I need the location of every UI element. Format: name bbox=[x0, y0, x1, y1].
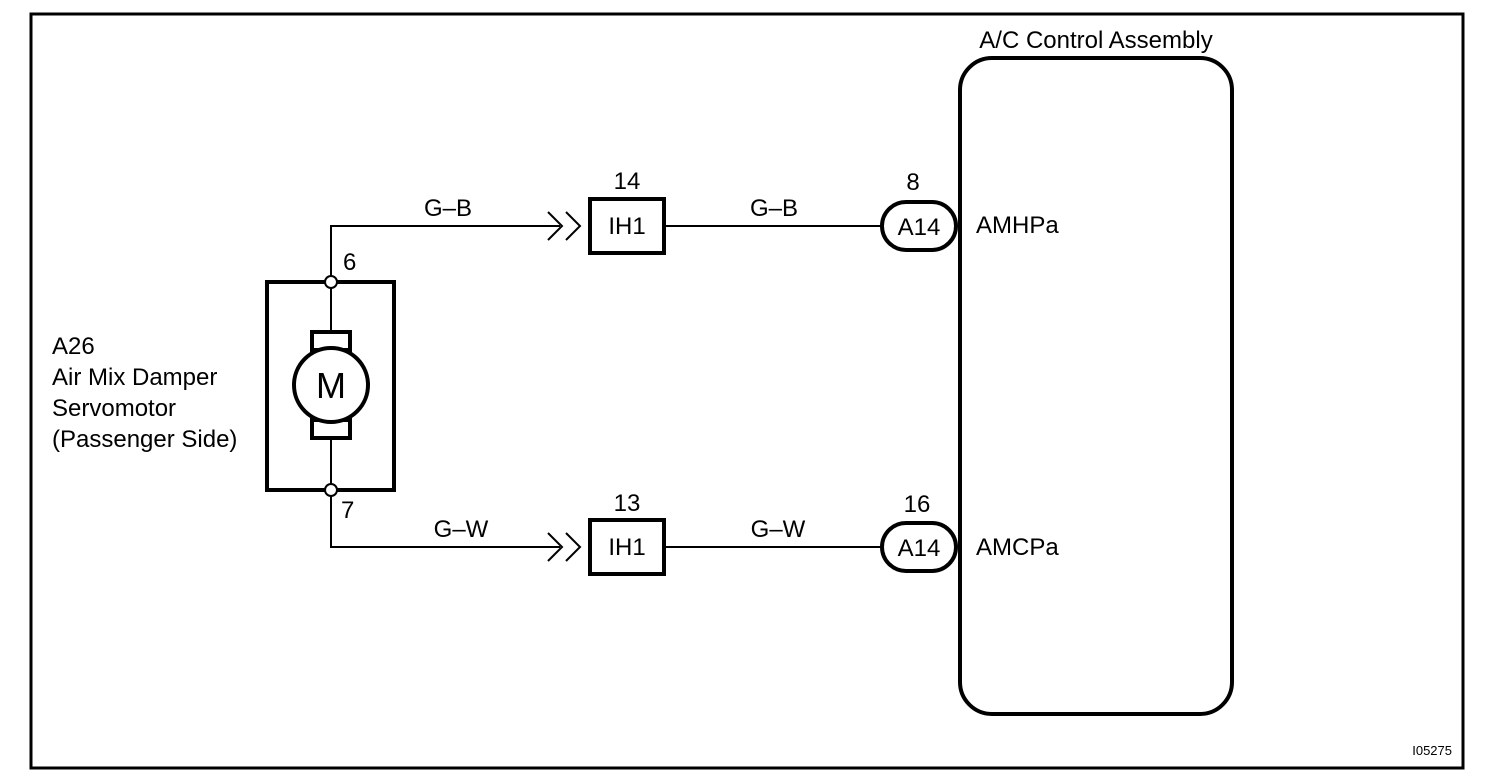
servomotor-name-line2: Servomotor bbox=[52, 395, 176, 422]
servomotor-pin-top: 6 bbox=[343, 249, 356, 276]
wire-color-left: G–B bbox=[424, 195, 472, 222]
pin-6-terminal bbox=[324, 275, 338, 289]
servomotor-pin-bottom: 7 bbox=[341, 497, 354, 524]
terminal-amhpa-label: AMHPa bbox=[976, 212, 1059, 239]
pin-7-terminal bbox=[324, 483, 338, 497]
connector-a14-badge bbox=[880, 200, 958, 252]
junction-pin: 13 bbox=[614, 490, 641, 517]
terminal-amcpa-label: AMCPa bbox=[976, 534, 1059, 561]
circuit-amhpa: G–B IH1 14 G–B A14 8 bbox=[330, 168, 958, 276]
wire-g-b-left bbox=[330, 225, 560, 276]
servomotor-name-line3: (Passenger Side) bbox=[52, 426, 237, 453]
junction-label: IH1 bbox=[608, 534, 645, 561]
connector-pin: 16 bbox=[904, 491, 931, 518]
motor-circle bbox=[292, 346, 370, 424]
motor-symbol: M bbox=[292, 282, 370, 490]
servomotor-code: A26 bbox=[52, 333, 95, 360]
connector-arrow-inner bbox=[565, 211, 582, 241]
connector-label: A14 bbox=[898, 214, 941, 241]
control-assembly-box bbox=[958, 56, 1234, 716]
junction-pin: 14 bbox=[614, 168, 641, 195]
connector-arrow-outer bbox=[547, 211, 564, 241]
motor-symbol-letter: M bbox=[316, 365, 346, 406]
diagram-frame bbox=[29, 12, 1465, 770]
connector-label: A14 bbox=[898, 535, 941, 562]
connector-pin: 8 bbox=[906, 169, 919, 196]
wire-color-left: G–W bbox=[434, 516, 489, 543]
figure-id: I05275 bbox=[1412, 743, 1452, 758]
junction-label: IH1 bbox=[608, 213, 645, 240]
wire-color-right: G–W bbox=[751, 516, 806, 543]
wire-g-w-left bbox=[330, 496, 560, 548]
connector-a14-badge bbox=[880, 521, 958, 573]
servomotor-name-line1: Air Mix Damper bbox=[52, 364, 217, 391]
connector-arrow-outer bbox=[547, 532, 564, 562]
junction-connector-box bbox=[588, 518, 666, 576]
control-assembly-title: A/C Control Assembly bbox=[979, 27, 1212, 54]
connector-arrow-inner bbox=[565, 532, 582, 562]
circuit-amcpa: G–W IH1 13 G–W A14 16 bbox=[330, 490, 958, 576]
wire-color-right: G–B bbox=[750, 195, 798, 222]
